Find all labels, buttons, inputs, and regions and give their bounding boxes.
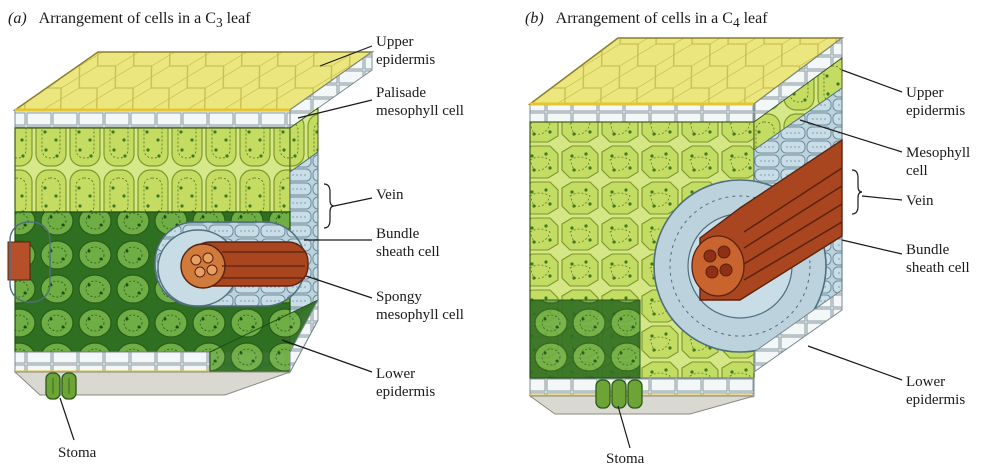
panel-a-vein-left <box>7 241 31 281</box>
panel-b-label-mesophyll: Mesophyll cell <box>906 145 971 179</box>
panel-b-stoma-guard-cells <box>595 379 643 409</box>
panel-b-lower-right <box>753 289 843 373</box>
panel-b-label-lower-epidermis: Lower epidermis <box>906 374 966 408</box>
panel-b-title-end: leaf <box>739 10 768 27</box>
panel-a-title-sub: 3 <box>215 15 223 31</box>
panel-a-label-lower-epidermis: Lower epidermis <box>376 366 436 400</box>
panel-b-bottom-face <box>528 395 755 415</box>
panel-a-title-main: Arrangement of cells in a C <box>38 10 216 27</box>
panel-b-letter: (b) <box>525 10 544 27</box>
panel-b-upper-epidermis <box>529 103 755 123</box>
panel-a-vein-end <box>180 243 226 289</box>
panel-a-stoma-guard-cells <box>45 372 77 400</box>
panel-b-title-main: Arrangement of cells in a C <box>555 10 733 27</box>
panel-a-label-spongy: Spongy mesophyll cell <box>376 289 464 323</box>
panel-a-label-stoma: Stoma <box>58 445 97 461</box>
panel-b-spongy-lower <box>529 299 641 379</box>
panel-a-label-palisade: Palisade mesophyll cell <box>376 85 464 119</box>
panel-b-label-stoma: Stoma <box>606 451 645 467</box>
panel-a-title-end: leaf <box>222 10 251 27</box>
panel-a-palisade-layer <box>14 127 291 213</box>
panel-b-vein-end <box>691 235 745 297</box>
panel-a-label-vein: Vein <box>376 187 404 203</box>
panel-b-label-bundle-sheath: Bundle sheath cell <box>906 242 970 276</box>
panel-a-block <box>7 51 375 400</box>
panel-a-bottom-face <box>13 371 291 396</box>
panel-a-label-upper-epidermis: Upper epidermis <box>376 34 436 68</box>
panel-b-label-vein: Vein <box>906 193 934 209</box>
panel-b-label-upper-epidermis: Upper epidermis <box>906 85 966 119</box>
panel-b-leaders <box>617 69 903 449</box>
panel-b-title: (b) Arrangement of cells in a C4 leaf <box>525 10 768 31</box>
panel-a-label-bundle-sheath: Bundle sheath cell <box>376 226 440 260</box>
panel-a-right-epidermis <box>289 51 373 129</box>
panel-a-title: (a) Arrangement of cells in a C3 leaf <box>8 10 251 31</box>
panel-b-block <box>527 37 845 415</box>
panel-a-upper-epidermis <box>14 109 291 129</box>
panel-b-title-sub: 4 <box>732 15 740 31</box>
panel-a-leaders <box>59 45 373 441</box>
panel-a-letter: (a) <box>8 10 27 27</box>
